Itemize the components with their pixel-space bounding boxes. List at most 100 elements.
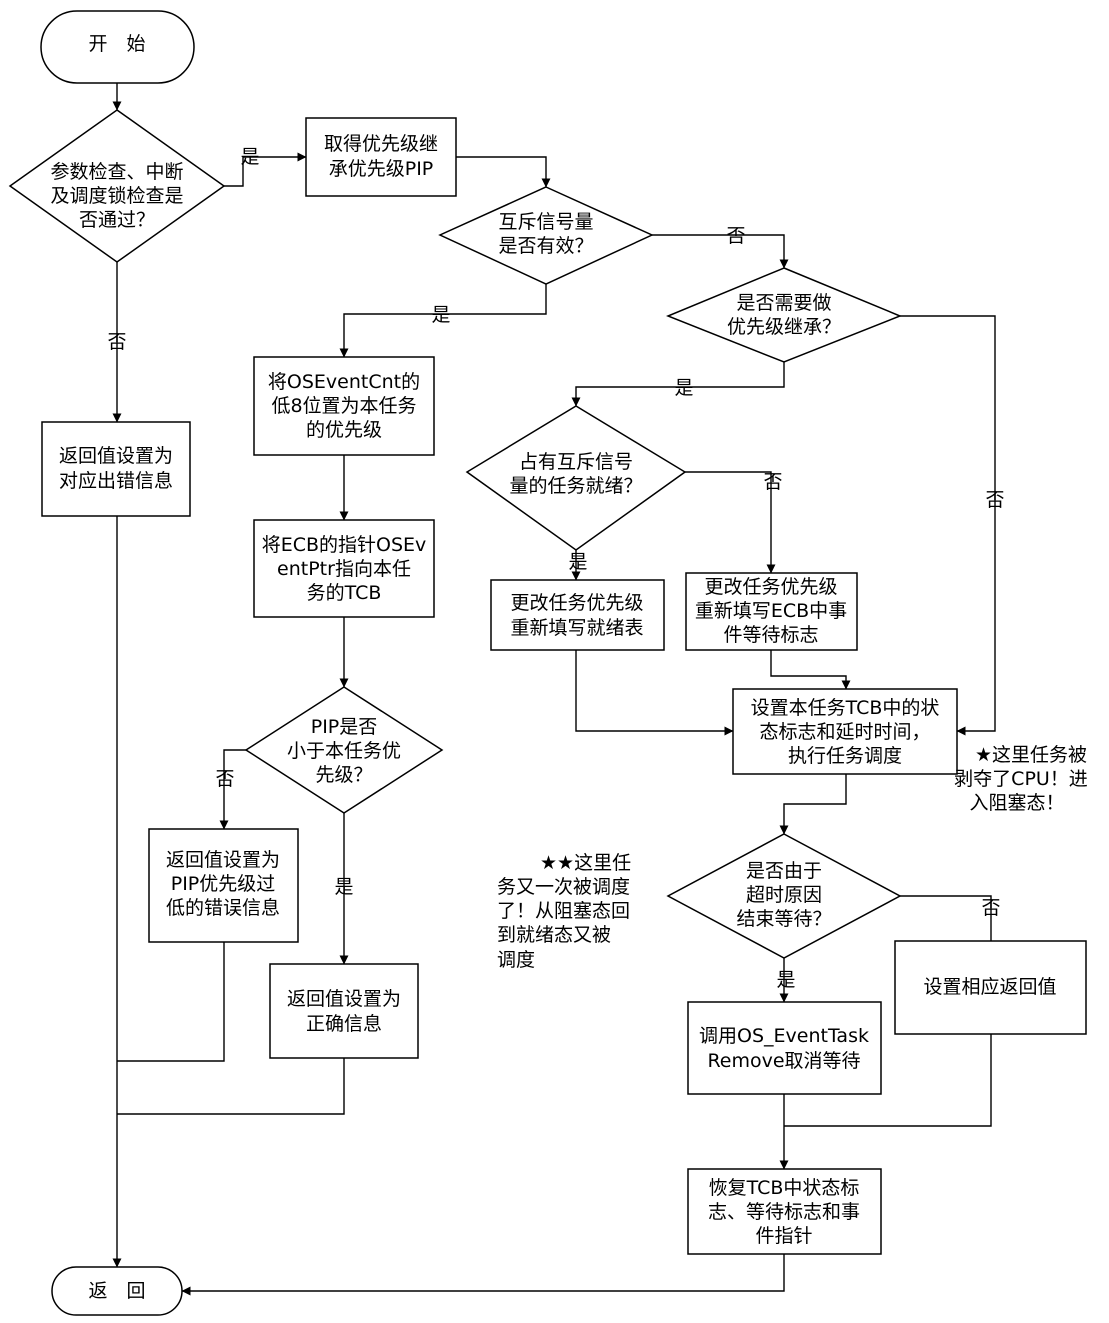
decision-mutex-valid: 互斥信号量 是否有效？ — [438, 186, 654, 285]
edge-owner-to-change-ecb — [685, 471, 776, 574]
label-inherit-no: 否 — [985, 489, 1004, 511]
set-tcb-line-2: 态标志和延时时间， — [759, 721, 930, 743]
set-ptr-shape — [253, 519, 435, 618]
ok-return-shape — [269, 963, 419, 1059]
decision-need-inherit: 是否需要做 优先级继承？ — [666, 267, 902, 363]
label-owner-no: 否 — [763, 471, 782, 493]
pip-err-line-2: PIP优先级过 — [171, 873, 276, 895]
end-shape — [51, 1266, 183, 1316]
set-ptr-line-3: 务的TCB — [307, 582, 382, 604]
mutex-valid-shape — [438, 186, 654, 285]
process-remove-wait: 调用OS_EventTask Remove取消等待 — [687, 1001, 882, 1095]
set-ptr-line-2: entPtr指向本任 — [277, 558, 411, 580]
start-label: 开 始 — [88, 33, 145, 55]
edge-restore-to-end — [181, 1254, 785, 1296]
label-inherit-yes: 是 — [674, 377, 693, 399]
edge-change-ready-to-set-tcb — [575, 650, 734, 736]
pip-err-shape — [148, 828, 299, 943]
restore-line-2: 志、等待标志和事 — [708, 1201, 860, 1223]
need-inherit-line-2: 优先级继承？ — [727, 316, 841, 338]
mutex-valid-line-1: 互斥信号量 — [498, 211, 593, 233]
mutex-valid-line-2: 是否有效？ — [498, 235, 593, 257]
process-ok-return: 返回值设置为 正确信息 — [269, 963, 419, 1059]
edge-set-tcb-to-timeout — [779, 774, 847, 835]
edge-mutex-to-need-inherit — [652, 234, 789, 269]
change-ecb-line-2: 重新填写ECB中事 — [695, 600, 847, 622]
remove-wait-shape — [687, 1001, 882, 1095]
note-preempted-line-2: 剥夺了CPU！进 — [954, 768, 1088, 790]
owner-ready-shape — [465, 405, 687, 551]
ok-return-line-1: 返回值设置为 — [287, 988, 401, 1010]
edge-need-inherit-to-owner — [571, 362, 785, 407]
end-terminal: 返 回 — [51, 1266, 183, 1316]
ok-return-line-2: 正确信息 — [306, 1013, 382, 1035]
edge-timeout-to-set-ret — [900, 895, 992, 941]
timeout-line-2: 超时原因 — [746, 884, 822, 906]
check-params-line-3: 否通过？ — [79, 209, 155, 231]
decision-owner-ready: 占有互斥信号 量的任务就绪？ — [465, 405, 687, 551]
restore-line-3: 件指针 — [755, 1225, 812, 1247]
note-preempted: ★这里任务被 剥夺了CPU！进 入阻塞态！ — [954, 744, 1088, 814]
set-ret-line-1: 设置相应返回值 — [923, 976, 1056, 998]
restore-shape — [687, 1168, 882, 1255]
edge-pip-less-to-pip-err — [219, 749, 246, 830]
owner-ready-line-2: 量的任务就绪？ — [509, 475, 642, 497]
edge-set-ret-to-restore — [784, 1034, 992, 1127]
label-pip-no: 否 — [215, 768, 234, 790]
process-err-return: 返回值设置为 对应出错信息 — [41, 421, 191, 517]
pip-less-line-3: 先级？ — [315, 764, 372, 786]
edge-need-inherit-to-set-tcb — [900, 315, 996, 736]
need-inherit-line-1: 是否需要做 — [736, 292, 831, 314]
set-tcb-line-1: 设置本任务TCB中的状 — [751, 697, 940, 719]
start-terminal: 开 始 — [40, 10, 195, 84]
process-set-ret: 设置相应返回值 — [894, 940, 1087, 1035]
timeout-line-3: 结束等待？ — [736, 908, 831, 930]
edge-change-ecb-to-set-tcb — [770, 650, 851, 690]
decision-pip-less: PIP是否 小于本任务优 先级？ — [244, 686, 444, 814]
label-timeout-yes: 是 — [776, 969, 795, 991]
need-inherit-shape — [666, 267, 902, 363]
process-pip-err: 返回值设置为 PIP优先级过 低的错误信息 — [148, 828, 299, 943]
pip-less-line-1: PIP是否 — [311, 716, 378, 738]
remove-wait-line-2: Remove取消等待 — [707, 1050, 860, 1072]
process-set-cnt: 将OSEventCnt的 低8位置为本任务 的优先级 — [253, 356, 435, 456]
connectors — [112, 83, 996, 1296]
label-timeout-no: 否 — [981, 897, 1000, 919]
process-restore: 恢复TCB中状态标 志、等待标志和事 件指针 — [687, 1168, 882, 1255]
note-preempted-line-3: 入阻塞态！ — [969, 792, 1064, 814]
change-ecb-line-1: 更改任务优先级 — [704, 576, 837, 598]
change-ready-shape — [490, 579, 665, 651]
change-ecb-shape — [685, 572, 858, 651]
decision-check-params: 参数检查、中断 及调度锁检查是 否通过？ — [8, 109, 226, 263]
change-ready-line-1: 更改任务优先级 — [510, 592, 643, 614]
note-rescheduled: ★★这里任 务又一次被调度 了！从阻塞态回 到就绪态又被 调度 — [497, 852, 631, 971]
process-change-ecb: 更改任务优先级 重新填写ECB中事 件等待标志 — [685, 572, 858, 651]
pip-err-line-1: 返回值设置为 — [166, 849, 280, 871]
decision-timeout: 是否由于 超时原因 结束等待？ — [666, 833, 902, 959]
set-cnt-line-1: 将OSEventCnt的 — [268, 371, 420, 393]
edge-labels: 是 否 是 否 否 是 是 否 是 否 是 否 — [107, 146, 1004, 991]
err-return-line-1: 返回值设置为 — [59, 445, 173, 467]
check-params-shape — [8, 109, 226, 263]
pip-less-line-2: 小于本任务优 — [287, 740, 401, 762]
process-change-ready: 更改任务优先级 重新填写就绪表 — [490, 579, 665, 651]
check-params-line-1: 参数检查、中断 — [50, 161, 183, 183]
remove-wait-line-1: 调用OS_EventTask — [699, 1025, 869, 1047]
edge-check-to-get-pip — [224, 152, 307, 187]
pip-err-line-3: 低的错误信息 — [166, 897, 280, 919]
process-get-pip: 取得优先级继 承优先级PIP — [305, 117, 457, 197]
err-return-line-2: 对应出错信息 — [59, 470, 173, 492]
restore-line-1: 恢复TCB中状态标 — [709, 1177, 860, 1199]
timeout-shape — [666, 833, 902, 959]
get-pip-line-2: 承优先级PIP — [329, 158, 434, 180]
process-set-tcb: 设置本任务TCB中的状 态标志和延时时间， 执行任务调度 — [732, 688, 958, 775]
start-shape — [40, 10, 195, 84]
get-pip-line-1: 取得优先级继 — [324, 133, 438, 155]
note-rescheduled-line-1: ★★这里任 — [540, 852, 631, 874]
owner-ready-line-1: 占有互斥信号 — [519, 451, 633, 473]
edge-pip-err-to-main — [117, 942, 225, 1062]
check-params-line-2: 及调度锁检查是 — [50, 185, 183, 207]
label-owner-yes: 是 — [568, 551, 587, 573]
end-label: 返 回 — [88, 1280, 145, 1302]
